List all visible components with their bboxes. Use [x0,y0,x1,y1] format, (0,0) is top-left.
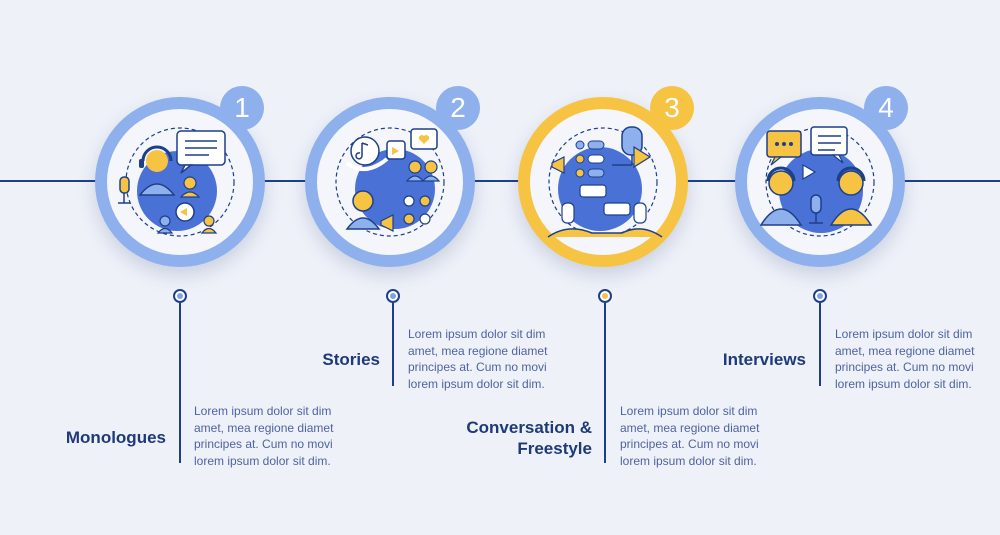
step-1-marker [173,289,187,303]
step-3-marker [598,289,612,303]
step-4-description: Lorem ipsum dolor sit dim amet, mea regi… [835,327,975,391]
step-1-title: Monologues [65,428,166,447]
step-2-marker [386,289,400,303]
step-1-description: Lorem ipsum dolor sit dim amet, mea regi… [194,404,334,468]
step-1-circle [95,97,265,267]
interview-hosts-icon [759,126,875,237]
monologue-podcast-icon [118,127,235,237]
step-4-marker [813,289,827,303]
timeline-line [0,180,1000,182]
step-2-connector [392,303,394,386]
step-3-connector [604,303,606,463]
step-2-title: Stories [322,350,380,369]
step-4-circle [735,97,905,267]
step-3-title: Conversation & Freestyle [466,418,592,458]
step-4-title: Interviews [722,350,806,369]
step-1-connector [179,303,181,463]
step-2-description: Lorem ipsum dolor sit dim amet, mea regi… [408,327,548,391]
stories-audience-icon [335,127,445,237]
step-4-connector [819,303,821,386]
conversation-chat-icon [547,126,663,238]
step-3-circle [518,97,688,267]
step-2-circle [305,97,475,267]
step-3-description: Lorem ipsum dolor sit dim amet, mea regi… [620,404,760,468]
